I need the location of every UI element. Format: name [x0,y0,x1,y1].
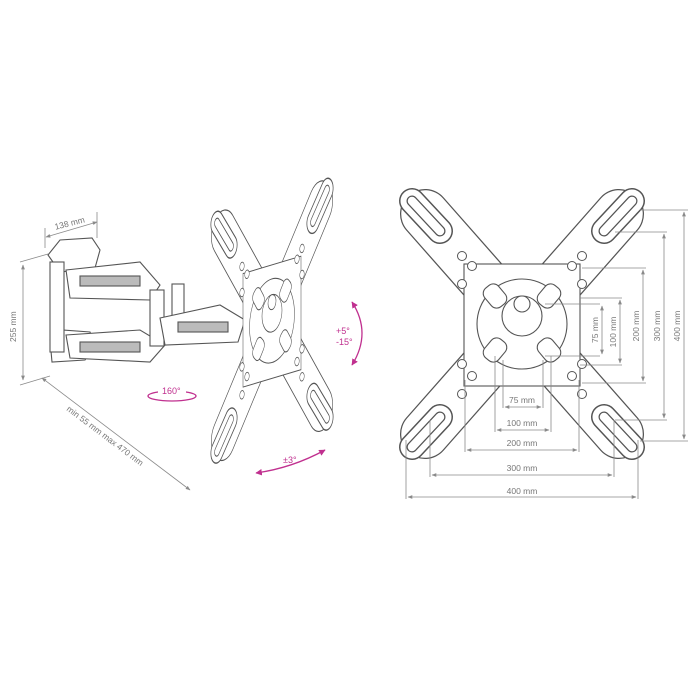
rotation-arrow-icon [255,449,326,476]
v-dim-300-label: 300 mm [652,311,662,342]
swivel-label: 160° [162,386,181,396]
wall-arm [47,237,246,363]
h-dim-300-label: 300 mm [507,463,538,473]
v-dim-100-label: 100 mm [608,317,618,348]
width-dimension-label: 138 mm [54,215,86,232]
h-dim-400-label: 400 mm [507,486,538,496]
tilt-arrow-icon [351,301,363,366]
height-dimension-label: 255 mm [8,311,18,342]
h-dim-200-label: 200 mm [507,438,538,448]
v-dim-400-label: 400 mm [672,311,682,342]
extension-dimension-label: min 55 mm max 470 mm [65,404,146,468]
front-view: 75 mm 100 mm 200 mm 300 mm 400 mm 75 mm … [406,201,688,499]
h-dim-100-label: 100 mm [507,418,538,428]
tilt-down-label: -15° [336,337,353,347]
tilt-up-label: +5° [336,326,350,336]
v-dim-200-label: 200 mm [631,311,641,342]
side-view: 138 mm 255 mm min 55 mm max 470 mm +5° -… [8,190,363,491]
v-dim-75-label: 75 mm [590,317,600,343]
rotation-label: ±3° [283,455,297,465]
h-dim-75-label: 75 mm [509,395,535,405]
